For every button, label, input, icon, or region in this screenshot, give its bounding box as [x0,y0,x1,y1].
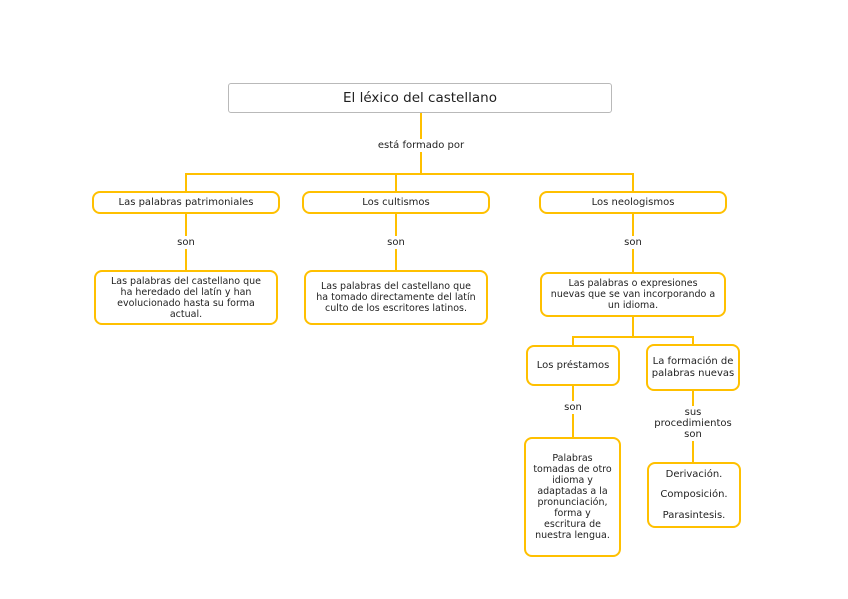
node-palabras-patrimoniales: Las palabras patrimoniales [92,191,280,214]
desc-palabras-patrimoniales: Las palabras del castellano que ha hered… [94,270,278,325]
node-procedimientos: Derivación. Composición. Parasintesis. [647,462,741,528]
node-neologismos: Los neologismos [539,191,727,214]
node-cultismos: Los cultismos [302,191,490,214]
desc-text: Las palabras o expresiones nuevas que se… [550,278,716,311]
desc-prestamos: Palabras tomadas de otro idioma y adapta… [524,437,621,557]
link-son-neologismos: son [620,236,646,249]
connector-neologismos-split [632,316,634,338]
link-esta-formado-por: está formado por [373,139,469,152]
connector-drop-branch2 [395,173,397,192]
connector-drop-prestamos [572,336,574,346]
link-sus-procedimientos-son: sus procedimientos son [643,406,743,441]
connector-drop-formacion [692,336,694,345]
desc-text: Las palabras del castellano que ha tomad… [316,281,476,314]
root-node: El léxico del castellano [228,83,612,113]
desc-cultismos: Las palabras del castellano que ha tomad… [304,270,488,325]
procedimiento-composicion: Composición. [660,489,728,501]
root-node-label: El léxico del castellano [343,90,497,106]
connector-branches-horizontal [185,173,634,175]
procedimiento-parasintesis: Parasintesis. [662,509,726,521]
node-label: La formación de palabras nuevas [651,356,735,379]
node-label: Las palabras patrimoniales [118,196,254,208]
connector-drop-branch3 [632,173,634,192]
node-formacion-palabras-nuevas: La formación de palabras nuevas [646,344,740,391]
desc-text: Las palabras del castellano que ha hered… [110,275,262,320]
desc-neologismos: Las palabras o expresiones nuevas que se… [540,272,726,317]
node-prestamos: Los préstamos [526,345,620,386]
link-son-patrimoniales: son [173,236,199,249]
link-son-prestamos: son [560,401,586,414]
node-label: Los préstamos [536,359,610,371]
desc-text: Palabras tomadas de otro idioma y adapta… [533,453,612,541]
connector-children-horizontal [572,336,694,338]
procedimiento-derivacion: Derivación. [665,468,723,480]
node-label: Los neologismos [591,196,675,208]
link-son-cultismos: son [383,236,409,249]
node-label: Los cultismos [362,196,430,208]
connector-drop-branch1 [185,173,187,192]
